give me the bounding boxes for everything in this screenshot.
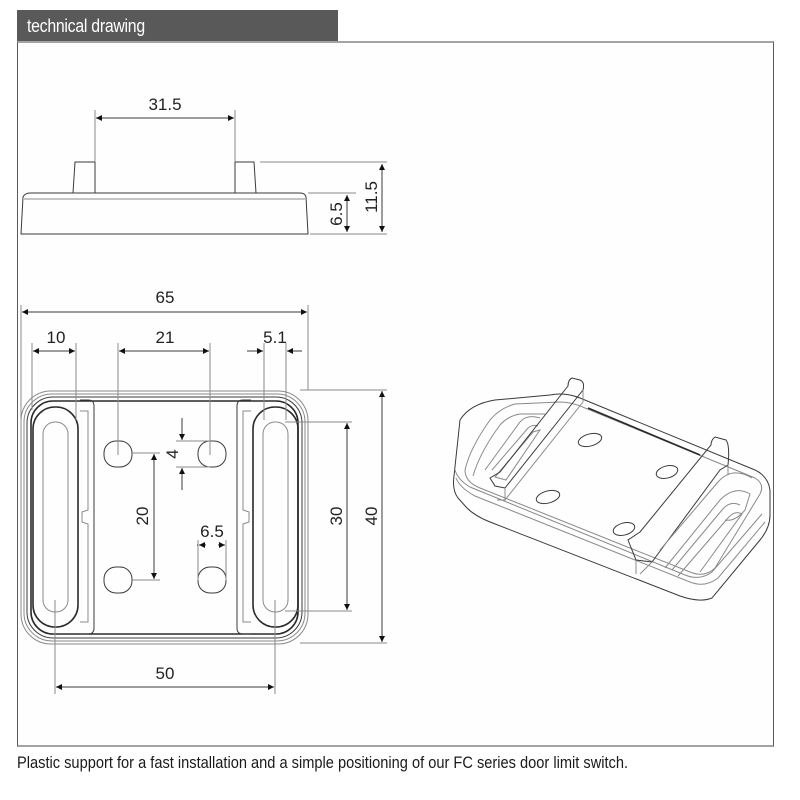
product-caption: Plastic support for a fast installation … — [17, 753, 728, 773]
iso-hole — [535, 489, 561, 505]
iso-base — [453, 393, 771, 601]
rail-left — [80, 399, 95, 635]
dim-hole-width: 6.5 — [200, 522, 224, 541]
dim-hole-height: 4 — [163, 449, 182, 458]
mounting-hole — [197, 440, 227, 468]
dim-hole-spacing-y: 20 — [133, 507, 152, 526]
side-view: 31.5 6.5 11.5 — [20, 95, 387, 235]
rail-right — [236, 399, 251, 635]
dim-overall-depth: 40 — [362, 507, 381, 526]
top-view-outline — [26, 396, 303, 639]
side-view-base — [20, 192, 309, 235]
section-title: technical drawing — [27, 16, 145, 36]
iso-hole — [612, 522, 636, 536]
top-view: 65 10 21 5.1 4 20 6.5 — [20, 288, 387, 694]
mounting-hole — [197, 566, 227, 594]
dim-total-height: 11.5 — [362, 181, 381, 213]
side-view-post-left — [72, 161, 96, 194]
dim-rail-width: 5.1 — [263, 328, 287, 347]
dim-slot-spacing: 50 — [156, 664, 175, 683]
dim-hole-spacing-x: 21 — [156, 328, 175, 347]
side-view-post-right — [234, 161, 257, 194]
section-header-tab: technical drawing — [17, 10, 338, 42]
slot-left — [32, 406, 79, 628]
dim-slot-length: 30 — [327, 507, 346, 526]
mounting-hole — [103, 566, 133, 594]
dim-post-spacing: 31.5 — [148, 95, 181, 114]
iso-post-right — [627, 436, 730, 563]
iso-hole — [655, 465, 679, 479]
caption-text: Plastic support for a fast installation … — [17, 753, 629, 772]
slot-right — [252, 406, 299, 628]
dim-overall-width: 65 — [156, 288, 175, 307]
dim-base-height: 6.5 — [327, 202, 346, 226]
iso-post-left — [489, 377, 585, 489]
dim-slot-offset: 10 — [47, 328, 66, 347]
isometric-view — [453, 377, 771, 601]
iso-hole — [577, 432, 603, 448]
